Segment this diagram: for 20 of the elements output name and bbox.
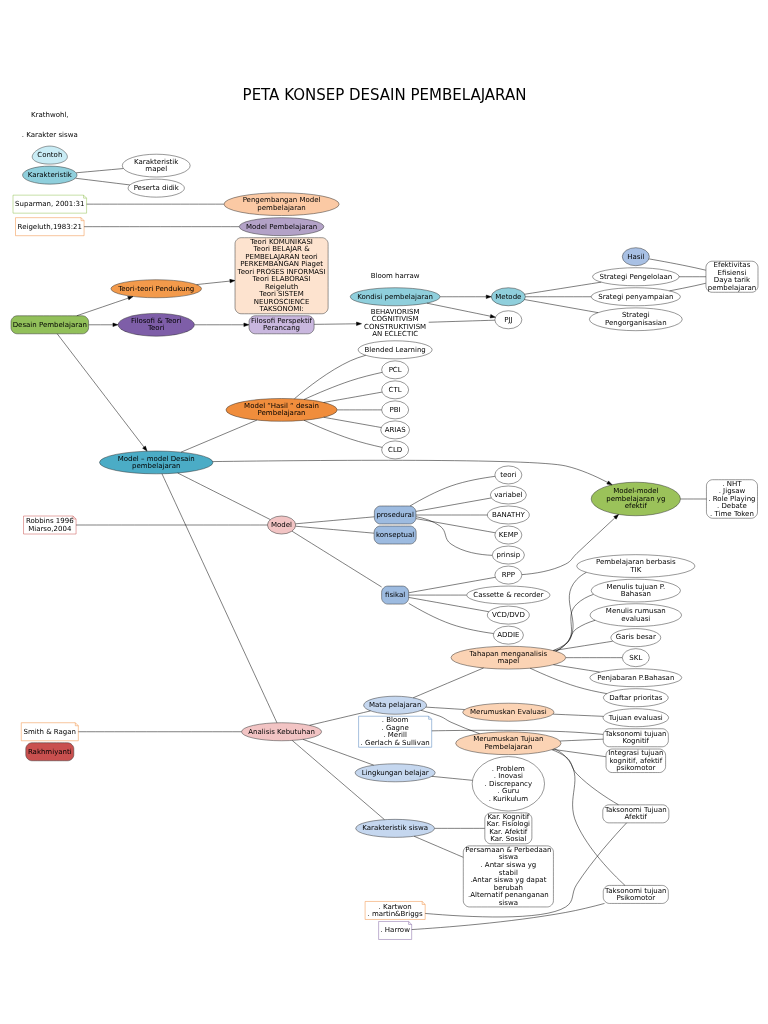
- arrow: [195, 278, 235, 285]
- arrow: [439, 294, 491, 299]
- connector: [553, 748, 625, 886]
- connector: [415, 515, 492, 556]
- arrow: [426, 302, 496, 318]
- arrow: [193, 322, 249, 327]
- connector: [415, 517, 495, 533]
- connector: [554, 593, 594, 651]
- arrow: [76, 295, 133, 316]
- connector: [552, 619, 595, 651]
- connector: [551, 748, 619, 805]
- diagram-title: PETA KONSEP DESAIN PEMBELAJARAN: [242, 85, 526, 104]
- arrow: [56, 333, 147, 451]
- arrow: [521, 513, 619, 575]
- arrow: [212, 459, 612, 485]
- connector: [420, 709, 480, 734]
- arrow: [87, 322, 118, 327]
- arrow: [313, 321, 362, 326]
- connector: [431, 729, 603, 735]
- connector: [555, 571, 587, 652]
